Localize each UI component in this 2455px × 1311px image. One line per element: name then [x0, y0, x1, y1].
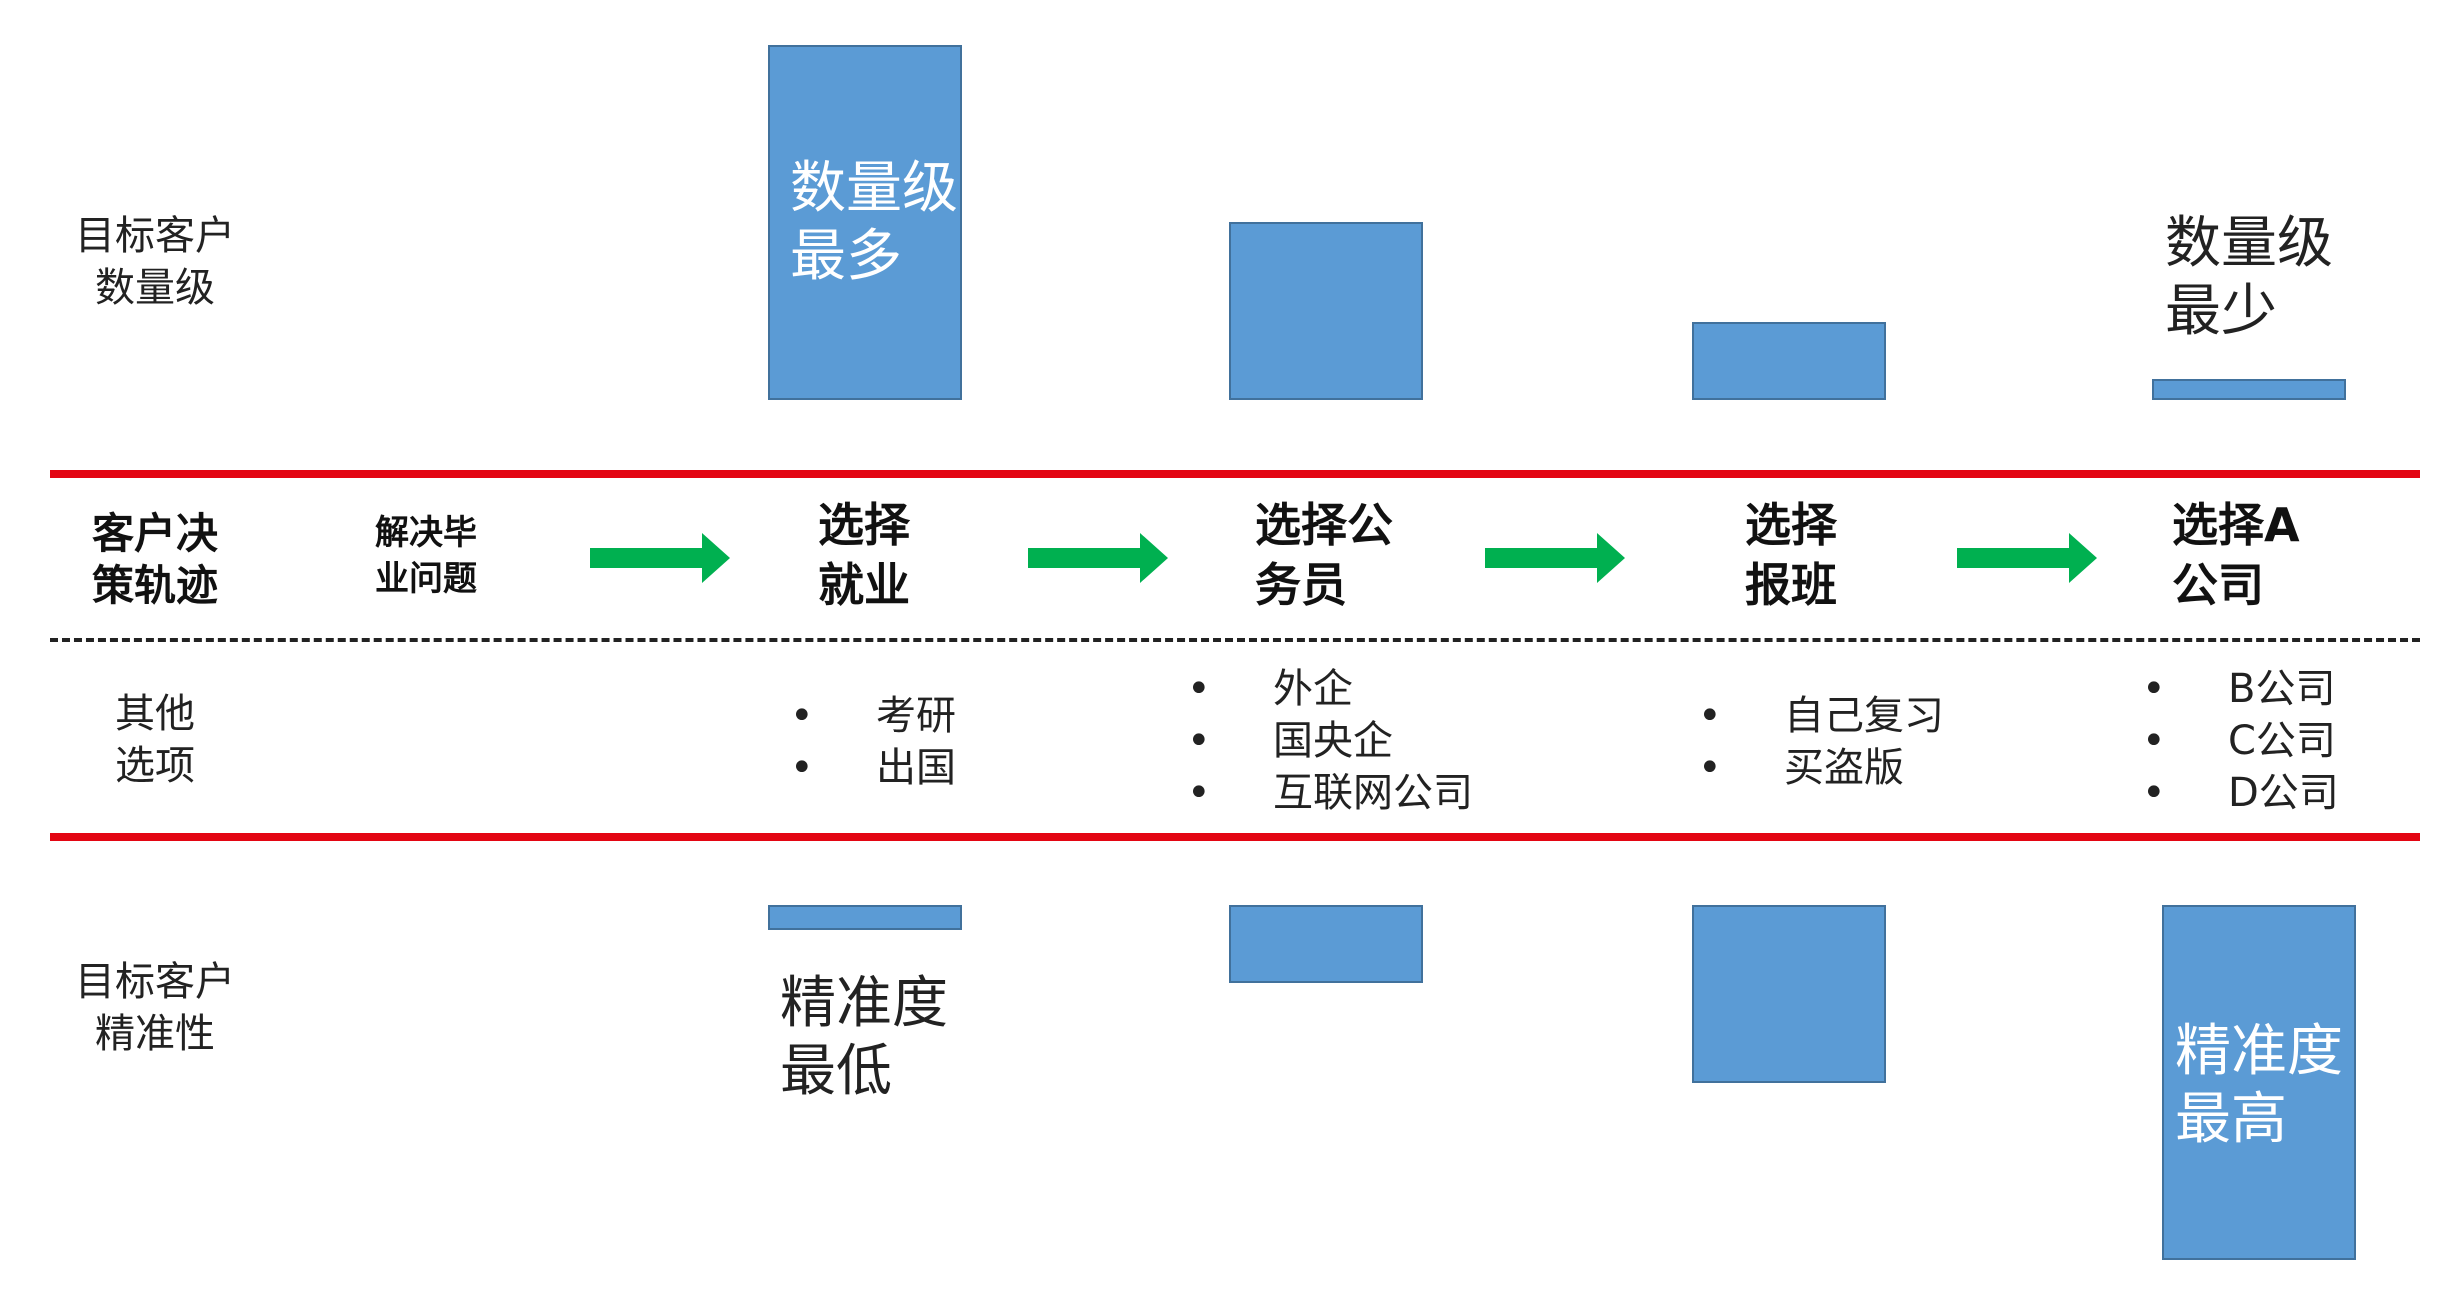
journey-row-label-line1: 客户决 — [91, 509, 218, 558]
stage-graduation-problem-line1: 解决毕 — [375, 513, 477, 553]
option-label: 买盗版 — [1784, 745, 1904, 791]
stage-civil-servant-line1: 选择公 — [1255, 498, 1393, 552]
option-label: 互联网公司 — [1273, 770, 1473, 816]
stage-graduation-problem-line2: 业问题 — [375, 559, 477, 599]
bullet: • — [1698, 745, 1722, 791]
quantity-bar-civil-servant — [1229, 222, 1423, 400]
quantity-min-label-line1: 数量级 — [2165, 211, 2333, 276]
precision-row-label: 目标客户 精准性 — [40, 956, 270, 1060]
option-label: 出国 — [876, 745, 956, 791]
options-list-employment: • 考研 • 出国 — [790, 690, 956, 794]
precision-min-label: 精准度 最低 — [780, 970, 948, 1106]
bullet: • — [790, 693, 814, 739]
precision-row-label-line2: 精准性 — [95, 1011, 215, 1057]
options-list-civil-servant: • 外企 • 国央企 • 互联网公司 — [1187, 663, 1473, 819]
options-list-company-a: • B公司 • C公司 • D公司 — [2142, 663, 2339, 819]
quantity-row-label: 目标客户 数量级 — [40, 210, 270, 314]
bottom-red-divider — [50, 833, 2420, 841]
option-label: 自己复习 — [1784, 693, 1944, 739]
quantity-bar-training-class — [1692, 322, 1886, 400]
option-label: B公司 — [2228, 666, 2336, 712]
list-item: • 外企 — [1187, 663, 1473, 715]
bullet: • — [1187, 666, 1211, 712]
precision-min-label-line1: 精准度 — [780, 971, 948, 1036]
precision-max-label-line1: 精准度 — [2175, 1019, 2343, 1084]
option-label: 考研 — [876, 693, 956, 739]
precision-max-label: 精准度 最高 — [2175, 1018, 2343, 1154]
options-list-training-class: • 自己复习 • 买盗版 — [1698, 690, 1944, 794]
stage-training-class: 选择 报班 — [1745, 495, 1837, 615]
option-label: D公司 — [2228, 770, 2339, 816]
quantity-min-label-line2: 最少 — [2165, 279, 2277, 344]
options-row-label-line2: 选项 — [115, 743, 195, 789]
precision-bar-training-class — [1692, 905, 1886, 1083]
precision-row-label-line1: 目标客户 — [75, 959, 235, 1005]
bullet: • — [2142, 718, 2166, 764]
precision-bar-civil-servant — [1229, 905, 1423, 983]
arrow-right-icon — [1485, 533, 1625, 583]
stage-employment: 选择 就业 — [818, 495, 910, 615]
stage-employment-line2: 就业 — [818, 558, 910, 612]
options-row-label: 其他 选项 — [40, 688, 270, 792]
list-item: • C公司 — [2142, 715, 2339, 767]
option-label: 国央企 — [1273, 718, 1393, 764]
stage-graduation-problem: 解决毕 业问题 — [375, 510, 477, 602]
stage-employment-line1: 选择 — [818, 498, 910, 552]
list-item: • 国央企 — [1187, 715, 1473, 767]
bullet: • — [1187, 718, 1211, 764]
top-red-divider — [50, 470, 2420, 478]
quantity-bar-employment — [768, 45, 962, 400]
arrow-right-icon — [590, 533, 730, 583]
bullet: • — [1187, 770, 1211, 816]
journey-row-label-line2: 策轨迹 — [91, 561, 218, 610]
precision-bar-company-a — [2162, 905, 2356, 1260]
stage-civil-servant: 选择公 务员 — [1255, 495, 1393, 615]
quantity-row-label-line1: 目标客户 — [75, 213, 235, 259]
stage-training-class-line1: 选择 — [1745, 498, 1837, 552]
option-label: C公司 — [2228, 718, 2336, 764]
stage-company-a: 选择A 公司 — [2172, 495, 2300, 615]
journey-row-label: 客户决 策轨迹 — [40, 508, 270, 612]
bullet: • — [790, 745, 814, 791]
dashed-divider — [50, 638, 2420, 642]
precision-min-label-line2: 最低 — [780, 1039, 892, 1104]
quantity-row-label-line2: 数量级 — [95, 265, 215, 311]
quantity-max-label-line1: 数量级 — [790, 156, 958, 221]
precision-bar-employment — [768, 905, 962, 930]
list-item: • 考研 — [790, 690, 956, 742]
bullet: • — [1698, 693, 1722, 739]
list-item: • B公司 — [2142, 663, 2339, 715]
quantity-bar-company-a — [2152, 379, 2346, 400]
list-item: • 互联网公司 — [1187, 767, 1473, 819]
stage-training-class-line2: 报班 — [1745, 558, 1837, 612]
bullet: • — [2142, 770, 2166, 816]
stage-civil-servant-line2: 务员 — [1255, 558, 1347, 612]
quantity-min-label: 数量级 最少 — [2165, 210, 2333, 346]
bullet: • — [2142, 666, 2166, 712]
quantity-max-label: 数量级 最多 — [790, 155, 958, 291]
options-row-label-line1: 其他 — [115, 691, 195, 737]
list-item: • 出国 — [790, 742, 956, 794]
arrow-right-icon — [1957, 533, 2097, 583]
list-item: • D公司 — [2142, 767, 2339, 819]
list-item: • 自己复习 — [1698, 690, 1944, 742]
arrow-right-icon — [1028, 533, 1168, 583]
list-item: • 买盗版 — [1698, 742, 1944, 794]
option-label: 外企 — [1273, 666, 1353, 712]
stage-company-a-line2: 公司 — [2172, 558, 2264, 612]
stage-company-a-line1: 选择A — [2172, 498, 2300, 552]
precision-max-label-line2: 最高 — [2175, 1087, 2287, 1152]
quantity-max-label-line2: 最多 — [790, 224, 902, 289]
